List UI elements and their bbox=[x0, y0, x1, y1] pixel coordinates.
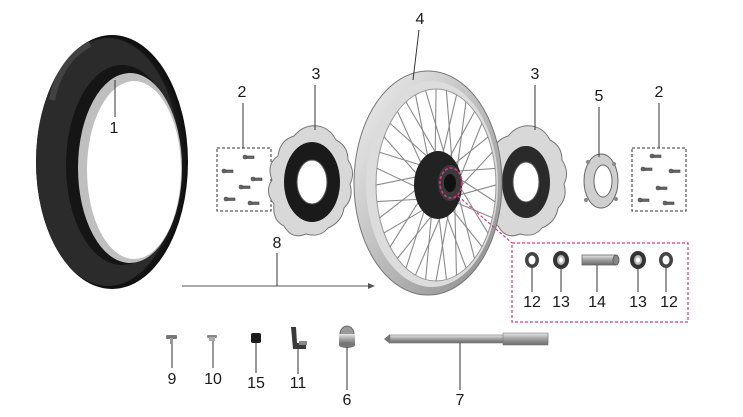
assembly-arrow-icon bbox=[182, 283, 375, 289]
callout-7: 7 bbox=[455, 392, 465, 409]
callout-6: 6 bbox=[342, 392, 352, 409]
spoke bbox=[458, 198, 476, 259]
hub-highlight bbox=[439, 167, 689, 323]
bearing-right bbox=[630, 251, 646, 269]
bolt-set-left bbox=[216, 147, 272, 212]
spoke bbox=[437, 212, 448, 280]
spoke bbox=[405, 101, 440, 158]
spoke bbox=[460, 123, 483, 176]
callout-15: 15 bbox=[247, 375, 265, 392]
spoke bbox=[383, 205, 430, 234]
spoke bbox=[396, 111, 426, 172]
callout-2-left: 2 bbox=[237, 84, 247, 101]
callout-1: 1 bbox=[109, 120, 119, 137]
callout-12-left: 12 bbox=[523, 294, 541, 311]
callout-12-right: 12 bbox=[660, 294, 678, 311]
spoke bbox=[461, 189, 489, 234]
leader-lines bbox=[114, 29, 667, 390]
spoke bbox=[389, 194, 424, 248]
oil-seal-left bbox=[525, 252, 539, 268]
tire-icon bbox=[36, 35, 188, 289]
spoke bbox=[425, 209, 433, 280]
axle-icon bbox=[384, 332, 549, 346]
spoke bbox=[456, 101, 467, 168]
spoke bbox=[451, 208, 483, 247]
pin-icon-10 bbox=[207, 335, 217, 341]
callout-4: 4 bbox=[415, 11, 425, 28]
callout-9: 9 bbox=[167, 371, 177, 388]
callout-10: 10 bbox=[204, 371, 222, 388]
sensor-ring-icon bbox=[583, 153, 619, 209]
callout-5: 5 bbox=[594, 88, 604, 105]
callout-3-right: 3 bbox=[530, 66, 540, 83]
spoke bbox=[444, 212, 467, 269]
spoke bbox=[461, 151, 493, 186]
callout-8: 8 bbox=[272, 235, 282, 252]
spoke bbox=[459, 167, 496, 172]
bolt-set-right bbox=[631, 147, 687, 212]
spoked-rim-icon bbox=[353, 70, 503, 296]
pin-icon-9 bbox=[166, 335, 177, 344]
spoke bbox=[405, 202, 428, 269]
callout-13-left: 13 bbox=[552, 294, 570, 311]
callout-14: 14 bbox=[588, 294, 606, 311]
callout-3-left: 3 bbox=[311, 66, 321, 83]
bearing-left bbox=[553, 251, 569, 269]
callout-11: 11 bbox=[289, 375, 307, 392]
spoke bbox=[460, 184, 497, 196]
valve-icon bbox=[291, 327, 307, 349]
spoke bbox=[389, 122, 433, 162]
spoke bbox=[445, 90, 453, 161]
spoke bbox=[461, 179, 496, 203]
nut-icon bbox=[251, 333, 261, 343]
bearing-spacer-icon bbox=[581, 254, 620, 266]
callout-13-right: 13 bbox=[629, 294, 647, 311]
brake-disc-right bbox=[482, 125, 568, 237]
oil-seal-right bbox=[659, 252, 673, 268]
spoke bbox=[424, 90, 447, 158]
spacer-collar-icon bbox=[339, 325, 355, 348]
brake-disc-left bbox=[268, 125, 354, 237]
callout-2-right: 2 bbox=[654, 84, 664, 101]
